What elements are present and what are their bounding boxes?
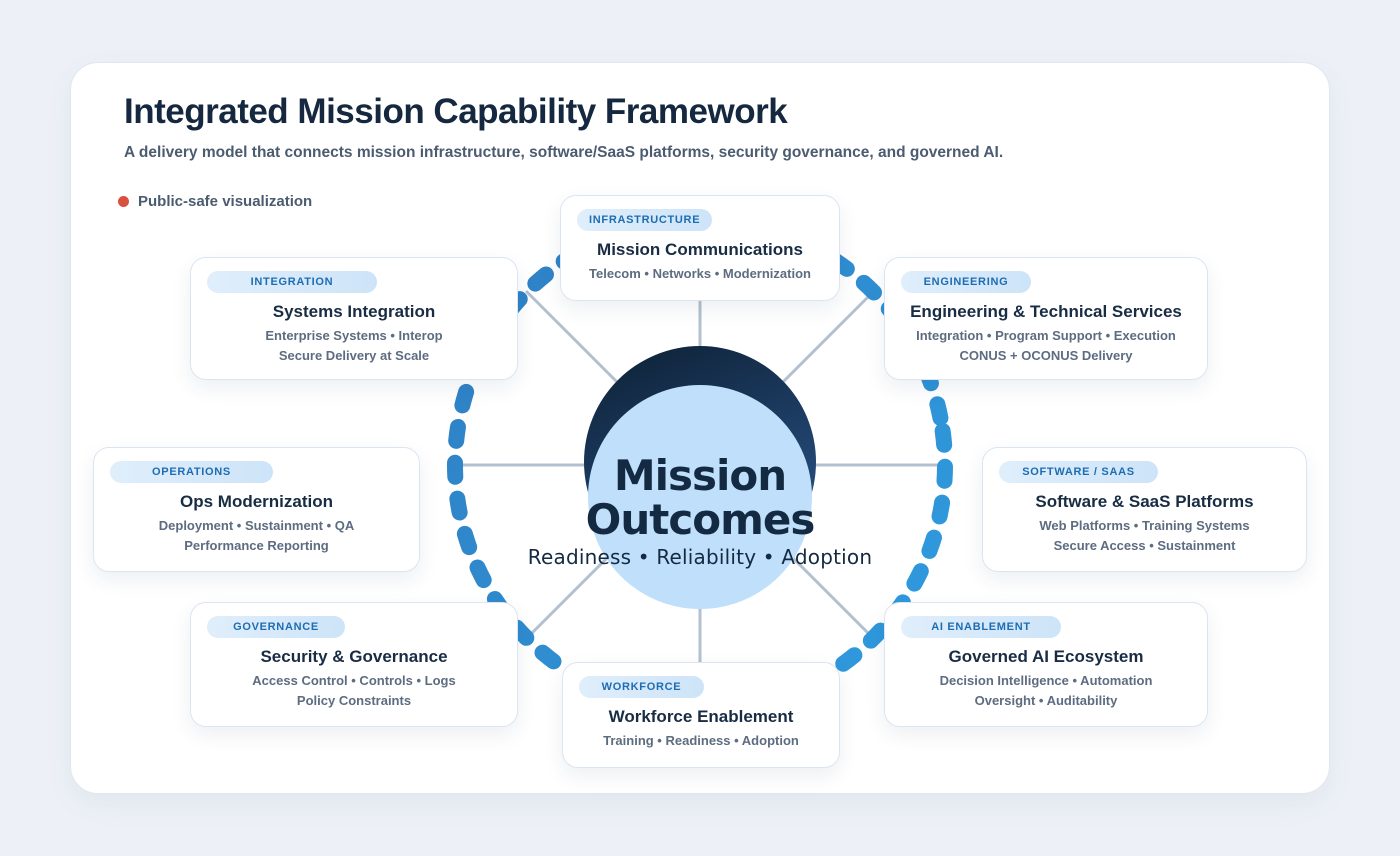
card-subtitle-line: Integration • Program Support • Executio… bbox=[916, 328, 1176, 343]
badge-row: WORKFORCE bbox=[579, 676, 823, 698]
card-ai-enablement: AI ENABLEMENT Governed AI Ecosystem Deci… bbox=[884, 602, 1208, 727]
badge-row: OPERATIONS bbox=[110, 461, 403, 483]
category-badge: ENGINEERING bbox=[901, 271, 1031, 293]
card-governance: GOVERNANCE Security & Governance Access … bbox=[190, 602, 518, 727]
page-subtitle: A delivery model that connects mission i… bbox=[124, 144, 1004, 161]
hub-front-circle bbox=[588, 385, 812, 609]
category-badge: INTEGRATION bbox=[207, 271, 377, 293]
card-engineering: ENGINEERING Engineering & Technical Serv… bbox=[884, 257, 1208, 380]
card-subtitle-line: Training • Readiness • Adoption bbox=[603, 733, 799, 748]
card-title: Systems Integration bbox=[272, 302, 436, 321]
legend-dot-icon bbox=[118, 196, 129, 207]
card-subtitle-line: Secure Access • Sustainment bbox=[1053, 537, 1236, 553]
legend: Public-safe visualization bbox=[118, 193, 312, 210]
badge-row: AI ENABLEMENT bbox=[901, 616, 1191, 638]
card-operations: OPERATIONS Ops Modernization Deployment … bbox=[93, 447, 420, 572]
card-subtitle-line: Decision Intelligence • Automation bbox=[939, 673, 1153, 688]
card-subtitle-line: Enterprise Systems • Interop bbox=[265, 328, 443, 343]
card-infrastructure: INFRASTRUCTURE Mission Communications Te… bbox=[560, 195, 840, 301]
card-subtitle-line: Deployment • Sustainment • QA bbox=[158, 518, 355, 533]
category-badge: WORKFORCE bbox=[579, 676, 704, 698]
card-title: Ops Modernization bbox=[180, 492, 333, 511]
badge-row: INFRASTRUCTURE bbox=[577, 209, 823, 231]
badge-row: SOFTWARE / SAAS bbox=[999, 461, 1290, 483]
card-subtitle-line: Access Control • Controls • Logs bbox=[252, 673, 456, 688]
page-title: Integrated Mission Capability Framework bbox=[124, 92, 788, 131]
card-workforce: WORKFORCE Workforce Enablement Training … bbox=[562, 662, 840, 768]
card-title: Governed AI Ecosystem bbox=[948, 647, 1144, 666]
card-title: Engineering & Technical Services bbox=[910, 302, 1182, 321]
card-subtitle-line: CONUS + OCONUS Delivery bbox=[959, 347, 1133, 363]
card-title: Security & Governance bbox=[260, 647, 448, 666]
card-title: Software & SaaS Platforms bbox=[1035, 492, 1254, 511]
legend-label: Public-safe visualization bbox=[138, 193, 313, 210]
badge-row: INTEGRATION bbox=[207, 271, 501, 293]
card-subtitle-line: Telecom • Networks • Modernization bbox=[589, 266, 811, 281]
card-subtitle-line: Policy Constraints bbox=[296, 692, 412, 708]
card-subtitle-line: Web Platforms • Training Systems bbox=[1039, 518, 1250, 533]
card-integration: INTEGRATION Systems Integration Enterpri… bbox=[190, 257, 518, 380]
category-badge: INFRASTRUCTURE bbox=[577, 209, 713, 231]
card-software-saas: SOFTWARE / SAAS Software & SaaS Platform… bbox=[982, 447, 1307, 572]
card-title: Mission Communications bbox=[597, 240, 803, 259]
card-title: Workforce Enablement bbox=[608, 707, 794, 726]
card-subtitle-line: Oversight • Auditability bbox=[974, 692, 1118, 708]
card-subtitle-line: Secure Delivery at Scale bbox=[278, 347, 430, 363]
badge-row: GOVERNANCE bbox=[207, 616, 501, 638]
category-badge: AI ENABLEMENT bbox=[901, 616, 1061, 638]
card-subtitle-line: Performance Reporting bbox=[184, 537, 329, 553]
category-badge: OPERATIONS bbox=[110, 461, 273, 483]
badge-row: ENGINEERING bbox=[901, 271, 1191, 293]
category-badge: SOFTWARE / SAAS bbox=[999, 461, 1158, 483]
category-badge: GOVERNANCE bbox=[207, 616, 345, 638]
